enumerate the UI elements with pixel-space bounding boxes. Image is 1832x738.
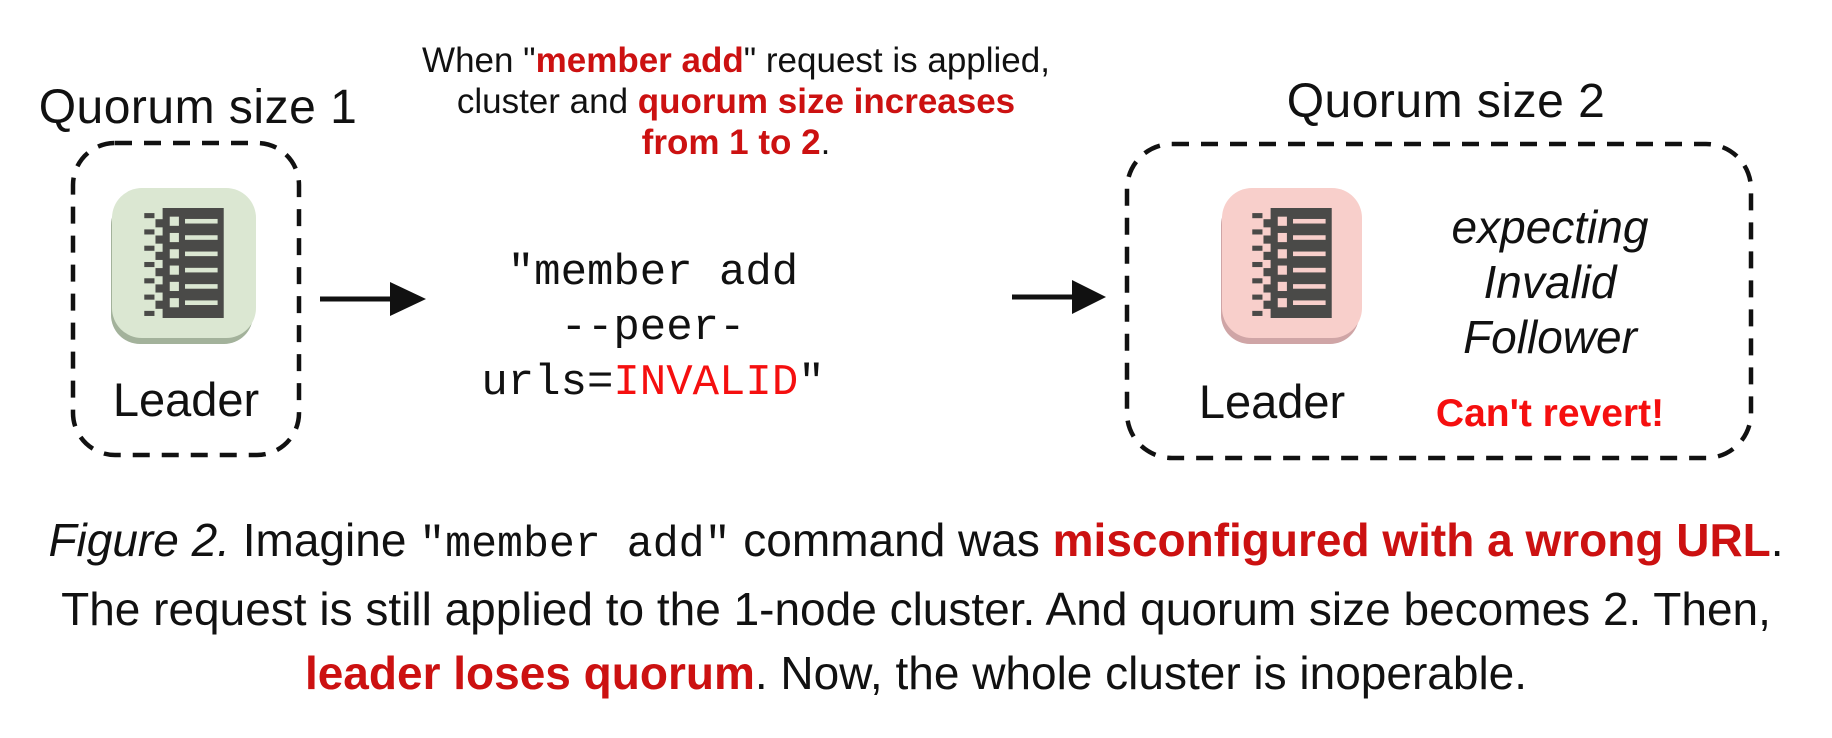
command-invalid-value: INVALID [613, 358, 799, 408]
caption-red-leader-loses-quorum: leader loses quorum [304, 647, 755, 699]
left-cluster-title: Quorum size 1 [38, 81, 358, 134]
caption-text: . Now, the whole cluster is inoperable. [754, 647, 1528, 699]
left-leader-label: Leader [112, 373, 260, 426]
note-text: cluster and [456, 82, 638, 121]
command-flag: --peer-urls= [481, 303, 746, 408]
ledger-server-icon [1252, 208, 1332, 318]
note-red-quorum: quorum size increases [637, 82, 1016, 121]
member-add-command: "member add --peer-urls=INVALID" [398, 246, 908, 411]
caption-figure-label: Figure 2. [48, 514, 230, 566]
caption-text: Imagine [229, 514, 420, 566]
note-line-1: When "member add" request is applied, [366, 40, 1106, 81]
note-line-2: cluster and quorum size increases [366, 81, 1106, 122]
right-leader-label: Leader [1198, 375, 1346, 428]
ledger-server-icon [144, 208, 224, 318]
leader-node-green [112, 188, 256, 338]
note-text: When " [422, 41, 536, 80]
command-quote: " [798, 358, 825, 408]
left-cluster-dashed-box [70, 140, 302, 458]
cant-revert-warning: Can't revert! [1435, 392, 1665, 435]
figure-caption: Figure 2. Imagine "member add" command w… [0, 508, 1832, 705]
member-add-note: When "member add" request is applied, cl… [366, 40, 1106, 163]
note-red-member-add: member add [535, 41, 744, 80]
expecting-line-2: Invalid [1483, 256, 1617, 308]
note-line-3: from 1 to 2. [366, 122, 1106, 163]
expecting-line-1: expecting [1451, 201, 1649, 253]
caption-text: . [1770, 514, 1784, 566]
right-cluster-dashed-box [1124, 141, 1754, 461]
arrow-right-icon [1012, 280, 1106, 314]
note-text: . [820, 123, 831, 162]
note-text: " request is applied, [743, 41, 1050, 80]
expecting-invalid-follower-note: expecting Invalid Follower [1395, 200, 1705, 365]
caption-text: command was [730, 514, 1053, 566]
caption-line-2: The request is still applied to the 1-no… [61, 583, 1771, 635]
command-line-2: --peer-urls=INVALID" [398, 301, 908, 411]
caption-red-misconfigured: misconfigured with a wrong URL [1052, 514, 1771, 566]
arrow-right-icon [320, 282, 426, 316]
caption-line-3: leader loses quorum. Now, the whole clus… [0, 641, 1832, 705]
leader-node-pink [1222, 188, 1362, 338]
caption-member-add-code: "member add" [419, 520, 731, 569]
right-cluster-title: Quorum size 2 [1286, 75, 1606, 128]
caption-line-1: Figure 2. Imagine "member add" command w… [0, 508, 1832, 577]
command-line-1: "member add [507, 248, 799, 298]
note-red-from-1-to-2: from 1 to 2 [641, 123, 821, 162]
expecting-line-3: Follower [1463, 311, 1637, 363]
